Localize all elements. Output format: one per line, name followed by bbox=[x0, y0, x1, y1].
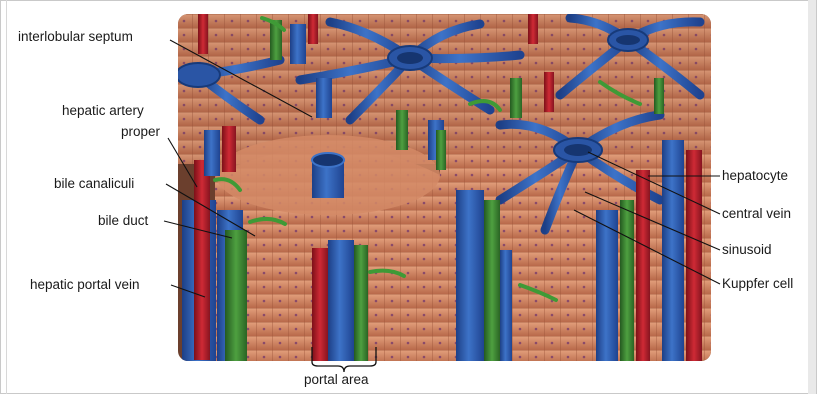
label-hepatocyte: hepatocyte bbox=[722, 168, 788, 184]
label-hepatic-portal-vein: hepatic portal vein bbox=[30, 277, 140, 293]
label-bile-canaliculi: bile canaliculi bbox=[54, 176, 134, 192]
label-central-vein: central vein bbox=[722, 206, 791, 222]
label-bile-duct: bile duct bbox=[98, 213, 148, 229]
label-kupffer-cell: Kuppfer cell bbox=[722, 276, 793, 292]
label-interlobular-septum: interlobular septum bbox=[18, 29, 133, 45]
label-hepatic-artery-line1: hepatic artery bbox=[62, 103, 144, 119]
illustration-content bbox=[176, 14, 711, 361]
label-portal-area: portal area bbox=[304, 372, 369, 388]
label-sinusoid: sinusoid bbox=[722, 242, 772, 258]
label-hepatic-artery-line2: proper bbox=[121, 124, 160, 140]
